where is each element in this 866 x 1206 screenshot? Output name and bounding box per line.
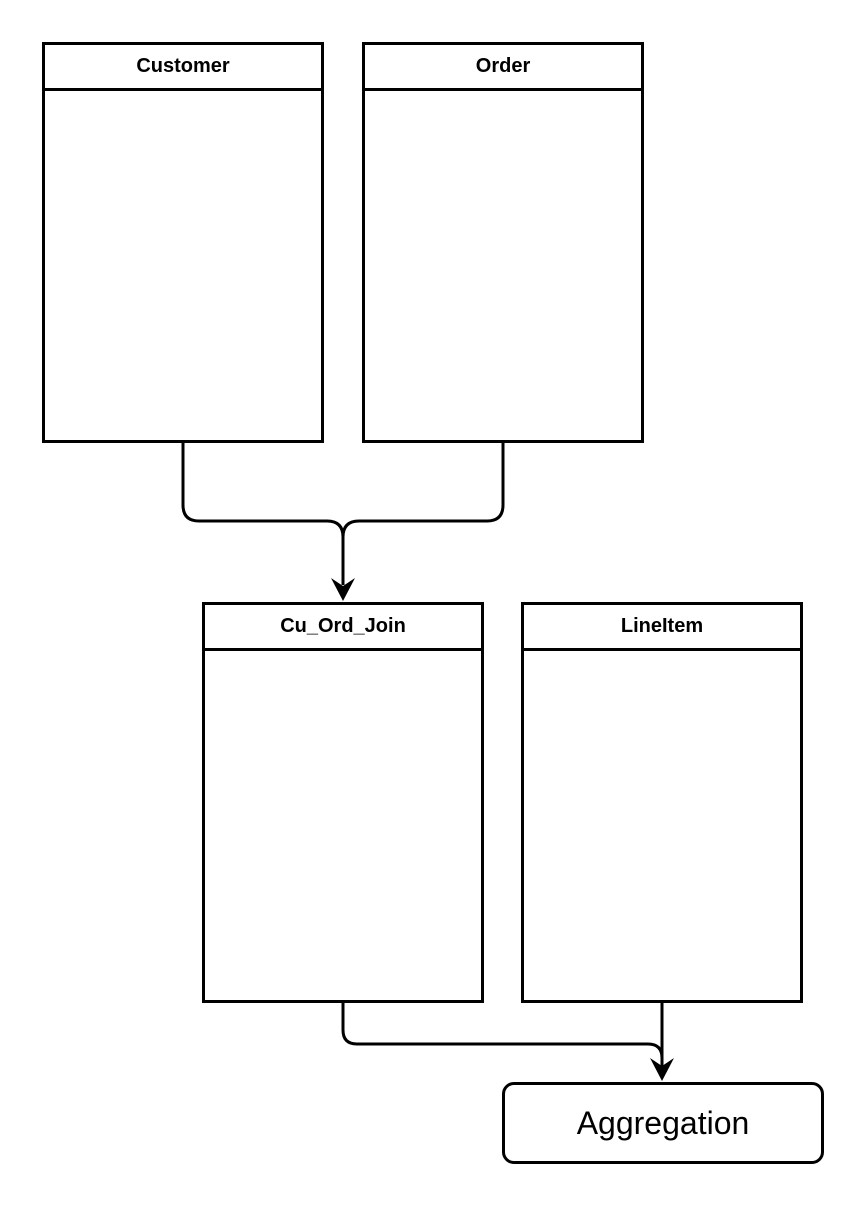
lineitem-table[interactable]: LineItem	[521, 602, 803, 1003]
order-table-title: Order	[365, 45, 641, 91]
cu-ord-join-table-title: Cu_Ord_Join	[205, 605, 481, 651]
edge-order-to-join	[341, 442, 505, 585]
aggregation-label: Aggregation	[576, 1104, 750, 1141]
customer-table-title: Customer	[45, 45, 321, 91]
cu-ord-join-table[interactable]: Cu_Ord_Join	[202, 602, 484, 1003]
edge-join-to-aggregation	[341, 1002, 664, 1066]
customer-table[interactable]: Customer	[42, 42, 324, 443]
lineitem-table-title: LineItem	[524, 605, 800, 651]
order-table[interactable]: Order	[362, 42, 644, 443]
aggregation-node[interactable]: Aggregation	[502, 1082, 824, 1164]
arrowhead-to-join	[331, 578, 355, 601]
arrowhead-to-aggregation	[650, 1058, 674, 1081]
edge-customer-to-join	[181, 442, 345, 585]
